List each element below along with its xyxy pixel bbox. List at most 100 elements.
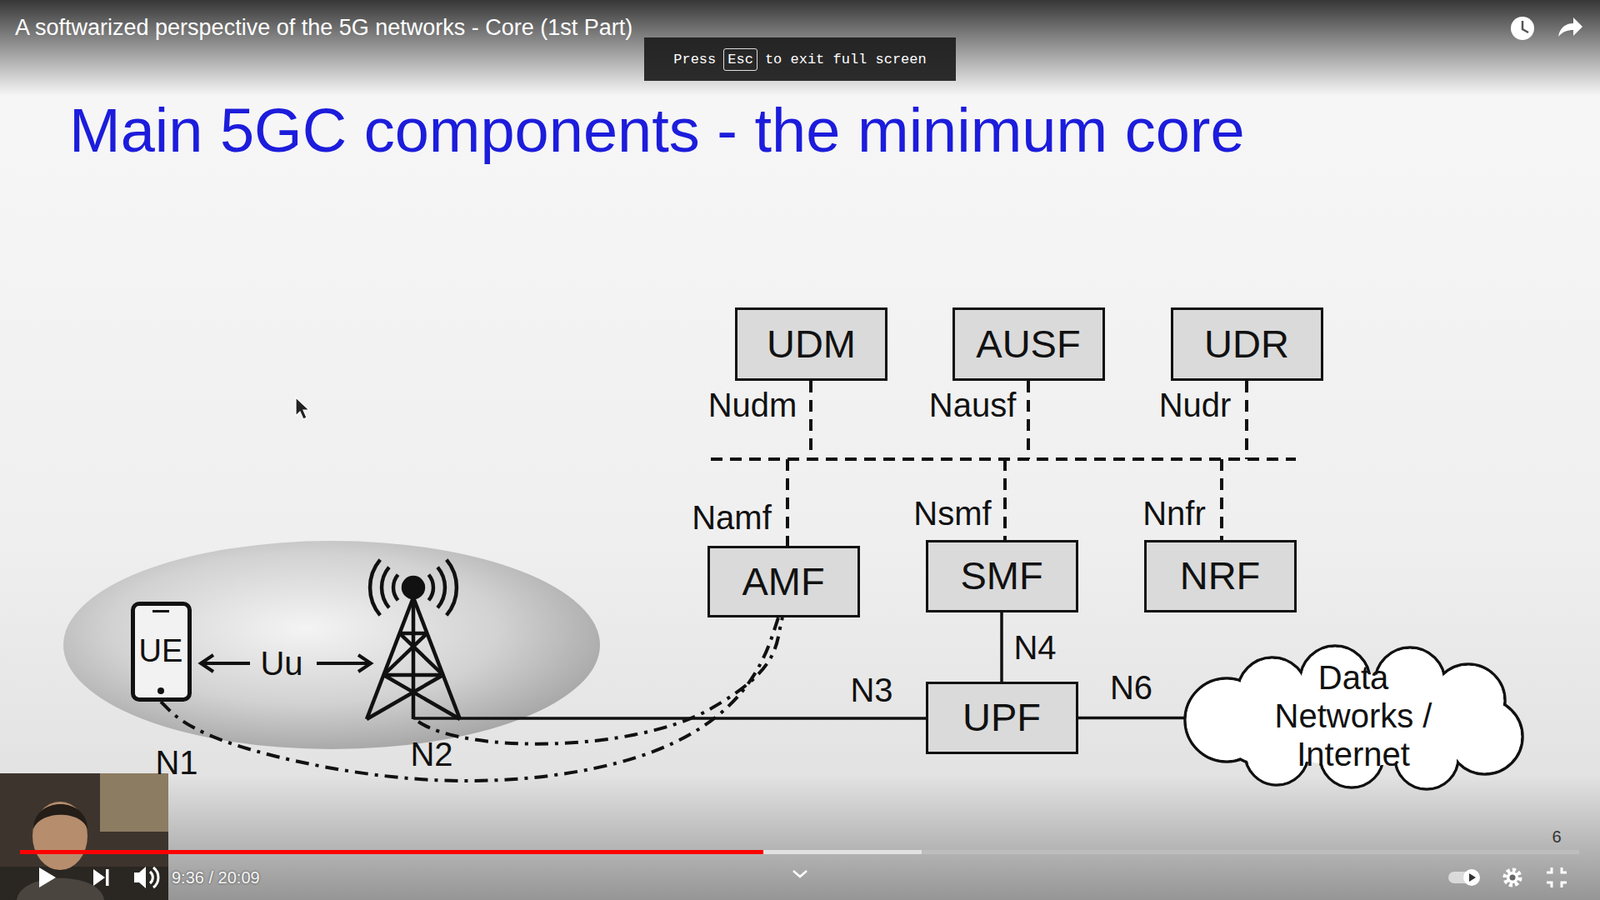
interface-label: Namf — [691, 498, 772, 537]
hint-text: to exit full screen — [765, 51, 927, 68]
uu-arrows — [200, 661, 250, 665]
antenna-tower — [366, 560, 460, 720]
webcam-thumbnail — [0, 773, 169, 900]
node-label: SMF — [960, 553, 1043, 599]
player-controls — [1510, 875, 1516, 881]
sba-bus — [710, 380, 1296, 546]
player-controls — [1469, 873, 1476, 882]
player-controls — [793, 870, 807, 877]
webcam-thumbnail — [0, 773, 169, 900]
antenna-tower — [403, 577, 424, 598]
network-function-box: AMF — [707, 545, 860, 618]
slide-title: Main 5GC components - the minimum core — [69, 95, 1245, 166]
player-controls — [1505, 870, 1520, 885]
antenna-tower — [413, 597, 460, 720]
antenna-tower — [383, 675, 460, 720]
sba-bus — [785, 459, 790, 546]
sba-bus — [1026, 380, 1030, 460]
antenna-tower — [370, 560, 380, 616]
player-controls — [39, 866, 1567, 889]
antenna-tower — [400, 631, 428, 636]
interface-label: Uu — [260, 644, 303, 683]
antenna-tower — [366, 675, 444, 720]
antenna-tower — [366, 597, 414, 720]
fullscreen-hint: PressEscto exit full screen — [644, 37, 956, 81]
progress-bar — [20, 850, 764, 855]
network-function-box: UPF — [925, 681, 1079, 755]
interface-label: Nudm — [708, 385, 798, 425]
n2-line — [418, 617, 783, 745]
top-right-icons — [1558, 17, 1583, 37]
webcam-thumbnail — [100, 773, 169, 832]
interface-label: Nsmf — [913, 494, 991, 533]
antenna-tower — [446, 560, 457, 616]
slide-number: 6 — [1551, 827, 1561, 847]
phone-speaker — [152, 610, 170, 613]
bottom-overlay — [0, 775, 1600, 900]
player-controls — [93, 869, 105, 886]
top-overlay — [0, 0, 1600, 96]
top-right-icons — [1522, 20, 1529, 33]
video-title: A softwarized perspective of the 5G netw… — [15, 15, 633, 41]
uu-arrows — [316, 661, 371, 665]
top-right-icons — [1510, 16, 1583, 40]
antenna-tower — [437, 567, 445, 609]
player-controls — [1561, 882, 1567, 888]
sba-bus — [1245, 380, 1249, 460]
progress-bar — [20, 850, 922, 855]
player-controls — [39, 867, 56, 888]
player-controls — [1546, 867, 1552, 873]
top-right-icons — [1510, 16, 1535, 40]
antenna-tower — [383, 633, 427, 675]
phone-button — [157, 687, 165, 695]
antenna-tower — [428, 575, 434, 601]
n3-line — [413, 716, 926, 720]
webcam-thumbnail — [32, 801, 88, 870]
webcam-thumbnail — [0, 866, 169, 900]
player-controls — [1546, 882, 1552, 888]
node-label: UDM — [766, 321, 856, 367]
hint-text: Press — [673, 51, 716, 68]
interface-label: Nudr — [1159, 385, 1232, 425]
antenna-tower — [411, 597, 416, 720]
interface-label: N4 — [1013, 628, 1056, 667]
n6-interface-line — [1078, 716, 1185, 720]
player-controls — [105, 869, 110, 886]
interface-label: Nausf — [929, 385, 1017, 425]
player-controls — [1561, 867, 1567, 873]
sba-bus — [1220, 459, 1224, 540]
network-function-box: AUSF — [952, 307, 1105, 381]
sba-bus — [809, 380, 813, 460]
antenna-tower — [383, 673, 443, 678]
data-network-cloud: Data Networks / Internet — [1168, 640, 1540, 791]
n1-interface-line — [160, 617, 779, 781]
player-controls — [1463, 869, 1480, 886]
interface-label: Nnfr — [1142, 494, 1206, 533]
node-label: UDR — [1204, 321, 1290, 367]
player-controls — [150, 871, 153, 884]
player-controls — [153, 867, 159, 888]
node-label: UE — [139, 633, 184, 670]
sba-bus — [1003, 459, 1007, 540]
n3-line — [413, 718, 926, 720]
mouse-cursor — [295, 397, 310, 420]
mouse-cursor — [295, 397, 310, 420]
interface-label: N3 — [850, 670, 893, 710]
uu-arrows — [200, 655, 214, 672]
antenna-tower — [381, 567, 390, 609]
node-label: Data Networks / Internet — [1247, 658, 1460, 774]
node-label: UPF — [962, 695, 1041, 740]
interface-label: N2 — [410, 735, 453, 774]
antenna-tower — [393, 575, 399, 601]
uu-arrows — [358, 655, 371, 672]
progress-bar — [20, 850, 1580, 855]
n4-interface-line — [1000, 612, 1004, 682]
n2-line — [418, 617, 783, 745]
network-function-box: SMF — [925, 540, 1079, 613]
ue-phone: UE — [130, 601, 192, 702]
player-controls — [134, 866, 146, 889]
time-display: 9:36 / 20:09 — [171, 868, 260, 888]
interface-label: N6 — [1110, 668, 1153, 707]
